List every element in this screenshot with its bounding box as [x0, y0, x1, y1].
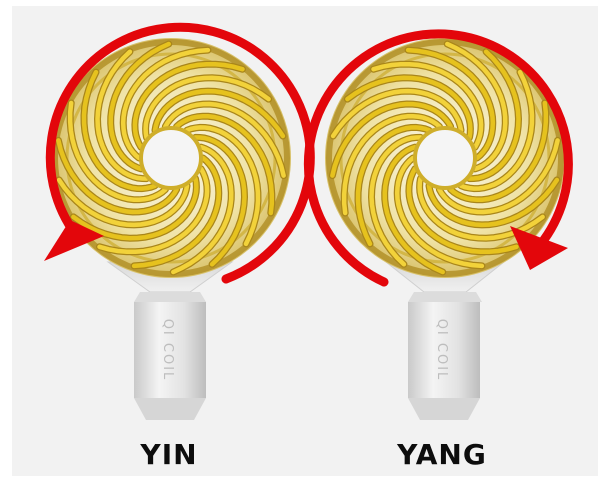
yang-handle-engraving: QI COIL [434, 319, 449, 382]
yang-handle: QI COIL [386, 262, 504, 420]
yin-device: QI COIL [44, 27, 310, 420]
yin-handle: QI COIL [108, 262, 232, 420]
yin-handle-engraving: QI COIL [160, 319, 175, 382]
yang-device: QI COIL [308, 34, 568, 420]
yang-label: YANG [362, 438, 522, 471]
yin-label: YIN [89, 438, 249, 471]
